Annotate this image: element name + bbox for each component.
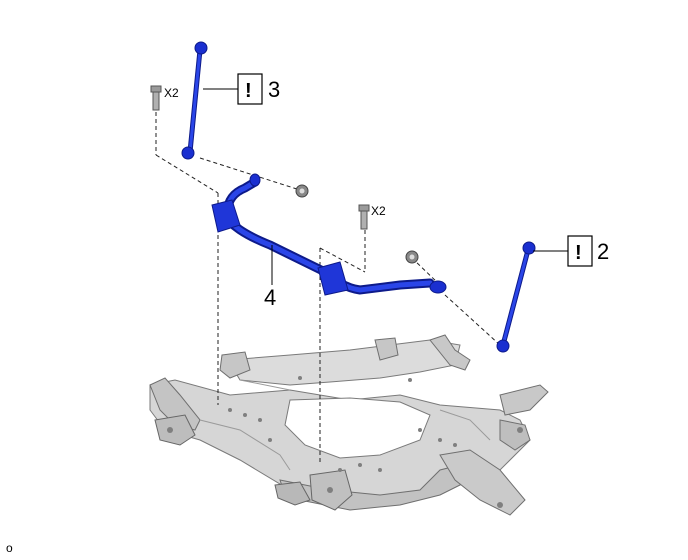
- bolt-quantity-center: X2: [371, 204, 386, 218]
- assembly-guide-lines: [155, 112, 501, 465]
- nut-icon: [405, 250, 419, 264]
- bolt-icon: [358, 204, 370, 230]
- callout-2: 2: [597, 239, 609, 264]
- stabilizer-link-right: [496, 241, 536, 353]
- caution-icon: [237, 73, 263, 105]
- stabilizer-bar: [211, 173, 447, 296]
- bolt-quantity-left: X2: [164, 86, 179, 100]
- nut-icon: [295, 184, 309, 198]
- figure-code: o: [6, 541, 13, 555]
- caution-mark-3: !: [245, 80, 252, 102]
- caution-mark-2: !: [575, 242, 582, 264]
- caution-icon: [567, 235, 593, 267]
- callout-3: 3: [268, 77, 280, 102]
- bolt-icon: [150, 85, 162, 111]
- stabilizer-link-upper-left: [181, 41, 208, 160]
- suspension-crossmember: [149, 334, 549, 516]
- callout-4: 4: [264, 285, 276, 310]
